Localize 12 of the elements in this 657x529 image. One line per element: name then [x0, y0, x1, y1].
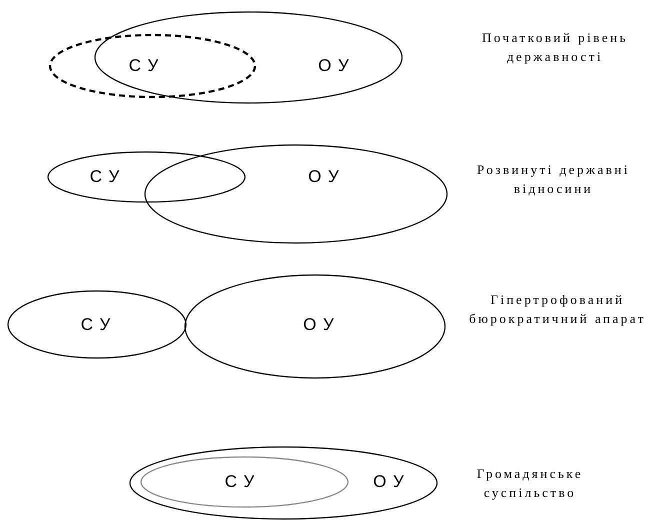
stage-caption: Громадянське суспільство	[476, 465, 584, 502]
set-label: ОУ	[308, 167, 346, 187]
stage-caption: Розвинуті державні відносини	[476, 161, 631, 198]
set-label: ОУ	[373, 472, 411, 492]
set-label: СУ	[224, 472, 262, 492]
set-label: СУ	[128, 56, 166, 76]
set-label: ОУ	[303, 315, 341, 335]
set-label: СУ	[80, 315, 118, 335]
set-label: СУ	[90, 167, 126, 187]
stage-caption: Початковий рівень державності	[481, 29, 629, 66]
set-label: ОУ	[318, 56, 356, 76]
stage-caption: Гіпертрофований бюрократичний апарат	[468, 291, 647, 328]
